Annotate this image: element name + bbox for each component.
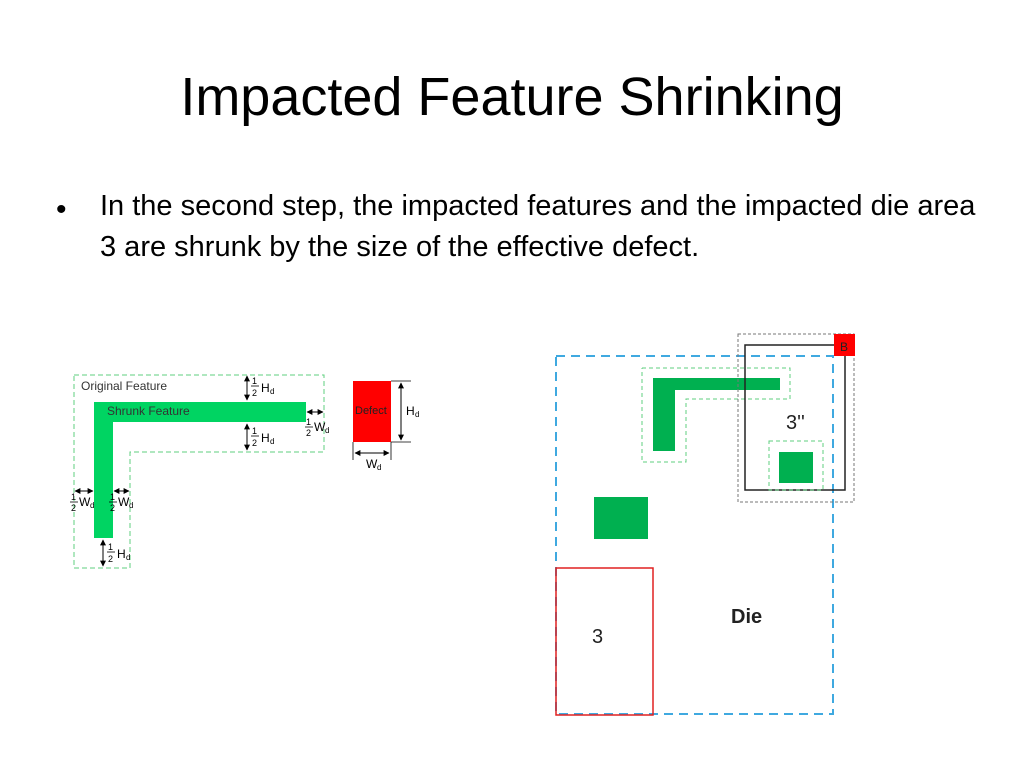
mid-h-sub: d bbox=[270, 437, 274, 446]
left-feature-diagram: Original Feature Shrunk Feature 1 2 H d … bbox=[70, 374, 419, 569]
mid-h-letter: H bbox=[261, 431, 270, 445]
defect-marker-label: B bbox=[840, 340, 848, 354]
small-square-feature bbox=[779, 452, 813, 483]
top-h-letter: H bbox=[261, 381, 270, 395]
bottom-half-num: 1 bbox=[108, 542, 113, 552]
right-w-sub: d bbox=[325, 426, 329, 435]
defect-h-letter: H bbox=[406, 404, 415, 418]
defect-label: Defect bbox=[355, 405, 387, 417]
original-feature-label: Original Feature bbox=[81, 379, 167, 393]
small-square-outline bbox=[768, 440, 824, 491]
left-w-letter: W bbox=[79, 495, 91, 509]
left-half-den: 2 bbox=[71, 503, 76, 513]
bullet-marker: • bbox=[56, 193, 67, 226]
right-half-num: 1 bbox=[306, 417, 311, 427]
bottom-half-den: 2 bbox=[108, 554, 113, 564]
right-half-den: 2 bbox=[306, 428, 311, 438]
left-w-sub: d bbox=[90, 501, 94, 510]
slide-title: Impacted Feature Shrinking bbox=[180, 67, 844, 127]
inner-w-letter: W bbox=[118, 495, 130, 509]
die-label: Die bbox=[731, 606, 762, 628]
top-half-num: 1 bbox=[252, 376, 257, 386]
right-w-letter: W bbox=[314, 420, 326, 434]
bottom-h-sub: d bbox=[126, 553, 130, 562]
right-die-diagram: B 3'' 3 Die bbox=[555, 333, 855, 716]
defect-h-sub: d bbox=[415, 410, 419, 419]
inner-w-sub: d bbox=[129, 501, 133, 510]
inner-half-num: 1 bbox=[110, 492, 115, 502]
inner-half-den: 2 bbox=[110, 503, 115, 513]
bullet-text: In the second step, the impacted feature… bbox=[100, 190, 976, 263]
left-half-num: 1 bbox=[71, 492, 76, 502]
defect-w-sub: d bbox=[377, 463, 381, 472]
bottom-h-letter: H bbox=[117, 547, 126, 561]
green-rectangle bbox=[594, 497, 648, 539]
top-half-den: 2 bbox=[252, 388, 257, 398]
area3-box bbox=[555, 567, 654, 716]
defect-box bbox=[353, 381, 391, 442]
area3pp-label: 3'' bbox=[786, 412, 805, 434]
area3-label: 3 bbox=[592, 626, 603, 648]
shrunk-feature-label: Shrunk Feature bbox=[107, 404, 190, 418]
mid-half-num: 1 bbox=[252, 426, 257, 436]
area3pp-dashed-outline bbox=[737, 333, 855, 503]
l-feature-outline bbox=[641, 367, 791, 463]
original-feature-outline bbox=[73, 374, 325, 569]
defect-marker bbox=[834, 334, 855, 356]
shrunk-feature bbox=[94, 402, 306, 538]
area3pp-box bbox=[744, 344, 846, 491]
l-feature-shape bbox=[653, 378, 780, 451]
mid-half-den: 2 bbox=[252, 438, 257, 448]
defect-w-letter: W bbox=[366, 457, 378, 471]
die-outline bbox=[555, 355, 834, 715]
top-h-sub: d bbox=[270, 387, 274, 396]
